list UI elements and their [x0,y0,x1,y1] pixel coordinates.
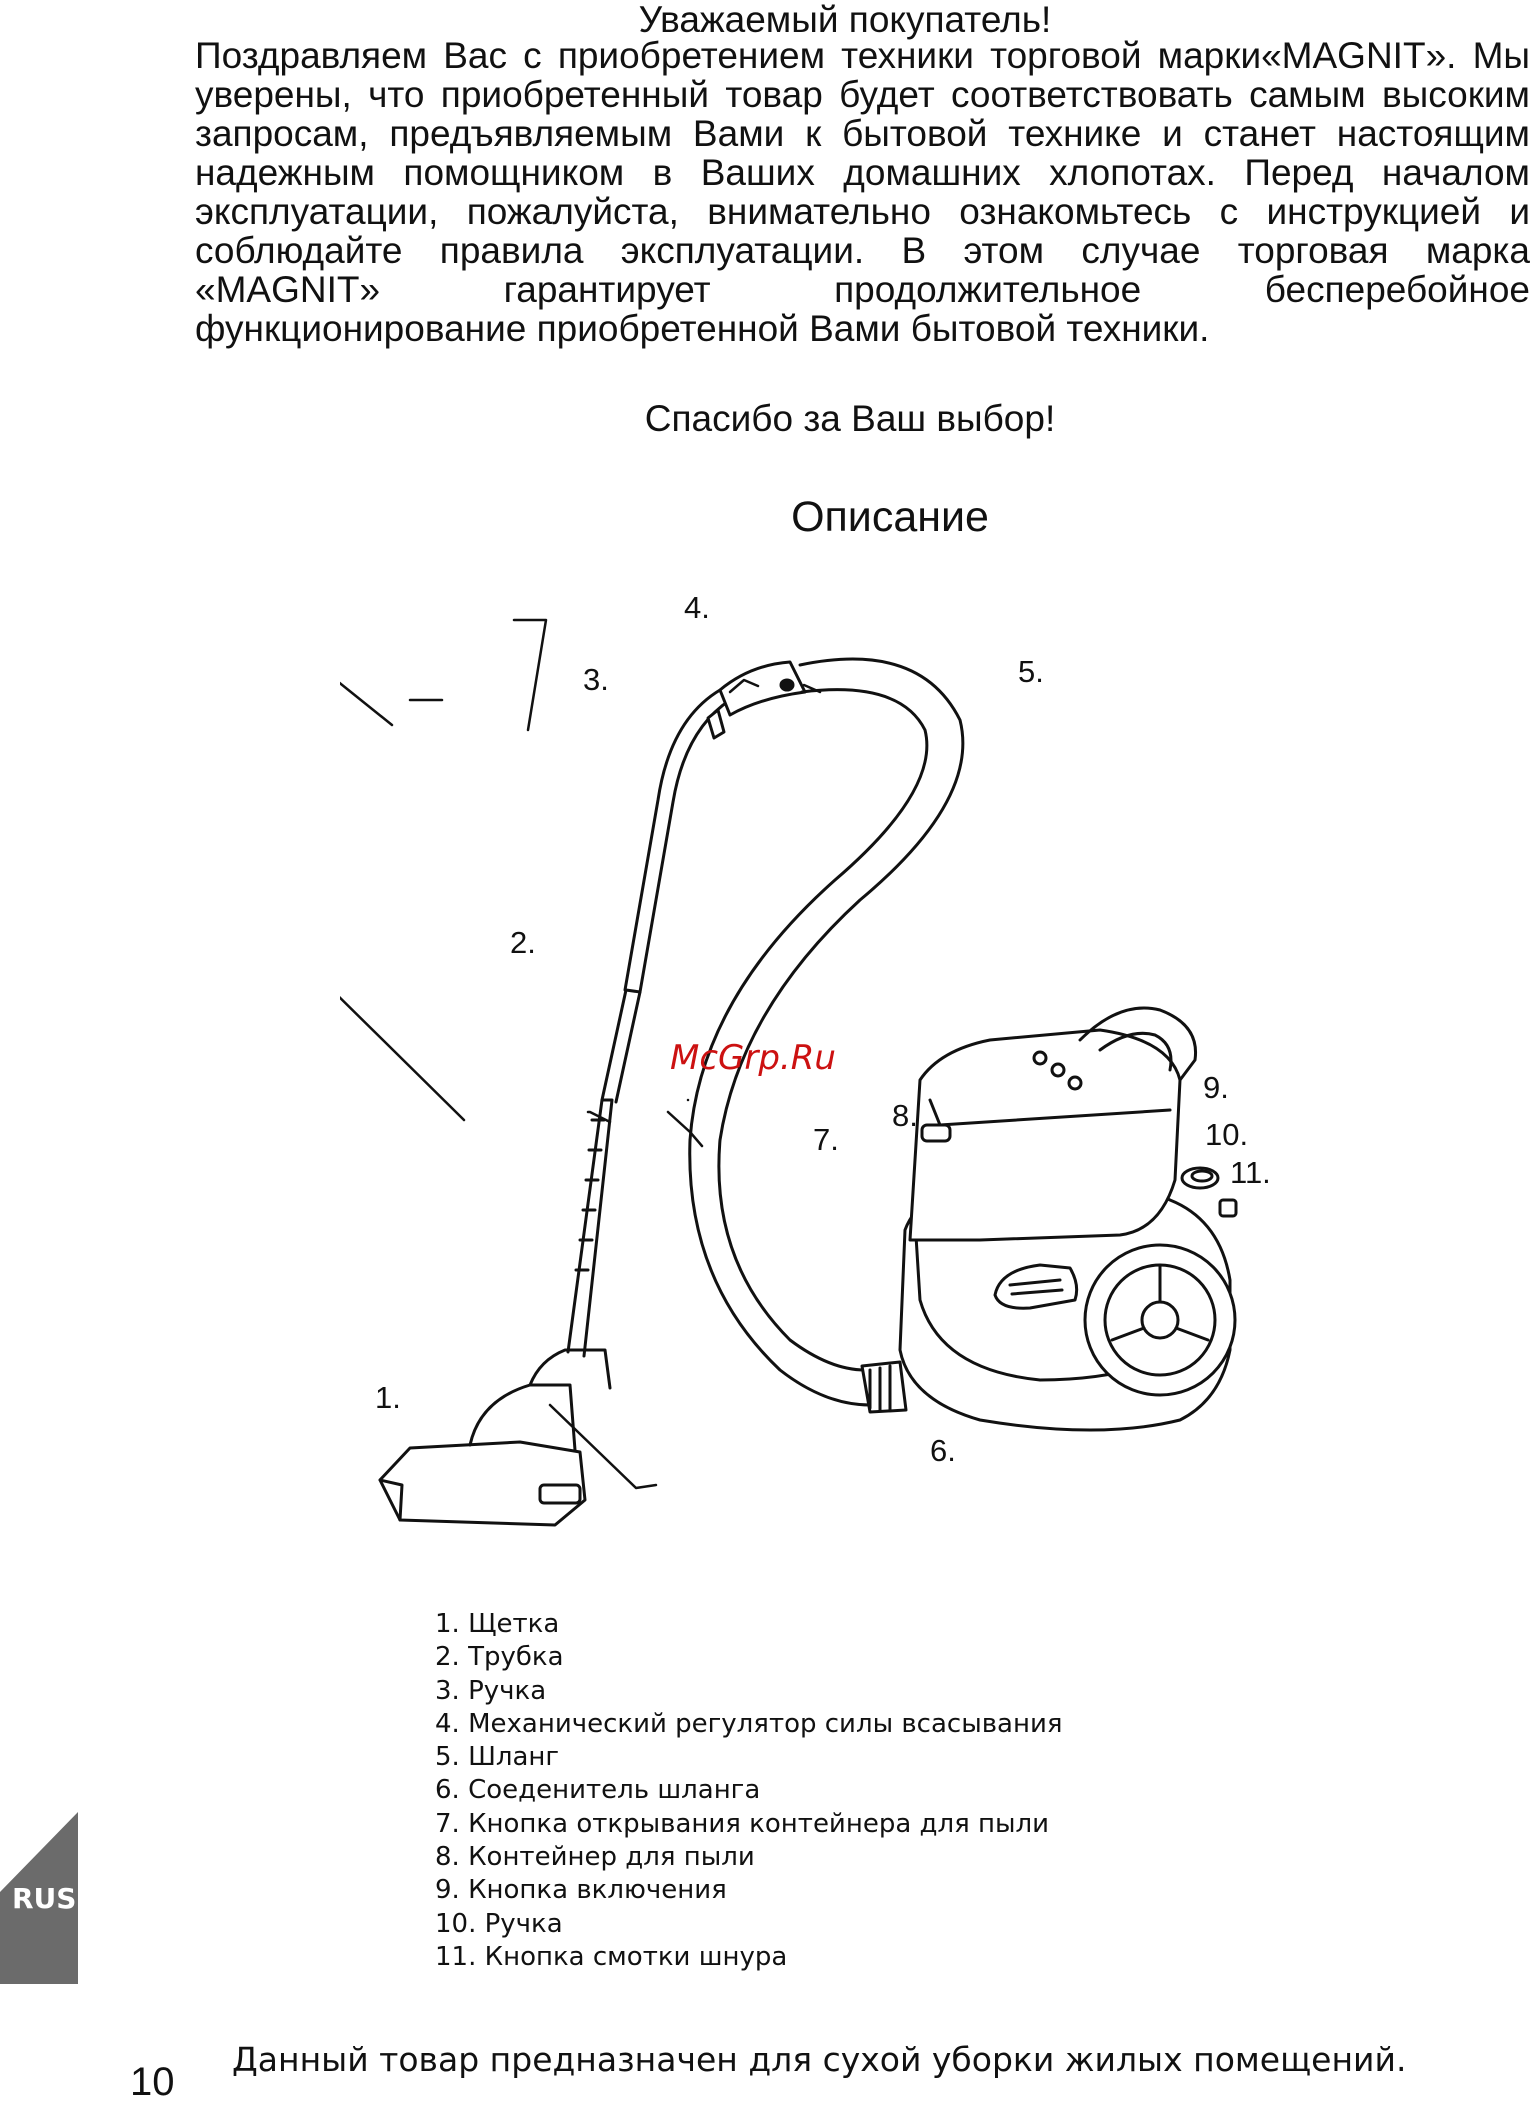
section-title: Описание [791,493,989,541]
callout-9: 9. [1203,1070,1229,1105]
language-tab [0,1812,78,1984]
callout-8: 8. [892,1098,918,1133]
legend-item: 10. Ручка [435,1908,563,1939]
legend-item: 6. Соеденитель шланга [435,1775,761,1806]
callout-1: 1. [375,1380,401,1415]
callout-6: 6. [930,1433,956,1468]
language-label: RUS [12,1882,77,1915]
callout-5: 5. [1018,654,1044,689]
callout-7: 7. [813,1122,839,1157]
callout-11: 11. [1230,1155,1271,1190]
legend-item: 5. Шланг [435,1742,560,1773]
callout-2: 2. [510,925,536,960]
handle-drawing [706,660,807,740]
legend-item: 2. Трубка [435,1642,564,1673]
vacuum-diagram: 1. 2. 3. 4. 5. 6. 7. 8. 9. 10. 11. [280,580,1340,1580]
hose-connector-drawing [860,1360,908,1414]
body-drawing [898,1006,1238,1432]
page-number: 10 [130,2060,175,2104]
legend-item: 8. Контейнер для пыли [435,1842,755,1873]
watermark: McGrp.Ru [670,1038,836,1078]
legend-item: 7. Кнопка открывания контейнера для пыли [435,1808,1050,1839]
callout-3: 3. [583,662,609,697]
callout-10: 10. [1205,1117,1249,1152]
hose-drawing [688,657,965,1407]
footer-note: Данный товар предназначен для сухой убор… [232,2040,1407,2079]
legend-item: 4. Механический регулятор силы всасывани… [435,1708,1063,1739]
intro-paragraph: Поздравляем Вас с приобретением техники … [195,36,1530,348]
legend-item: 3. Ручка [435,1675,547,1706]
greeting-heading: Уважаемый покупатель! [638,0,1052,40]
callout-4: 4. [684,590,710,625]
parts-legend: 1. Щетка 2. Трубка 3. Ручка 4. Механичес… [435,1608,1063,1974]
legend-item: 9. Кнопка включения [435,1875,727,1906]
thanks-line: Спасибо за Ваш выбор! [644,398,1056,439]
intro-text: Поздравляем Вас с приобретением техники … [195,35,1530,349]
brush-drawing [378,1348,612,1527]
legend-item: 11. Кнопка смотки шнура [435,1941,788,1972]
vacuum-illustration [280,618,1238,1527]
legend-item: 1. Щетка [435,1609,560,1639]
